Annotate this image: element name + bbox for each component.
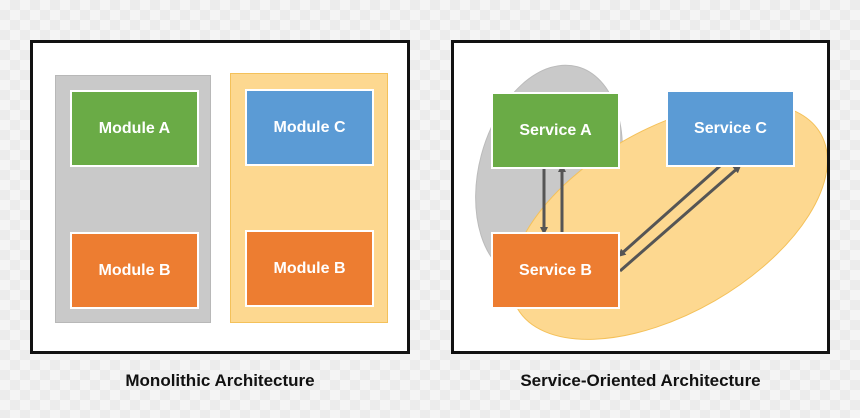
monolithic-caption: Monolithic Architecture (125, 371, 315, 390)
module-b-label-right: Module B (273, 259, 346, 277)
service-b-box: Service B (491, 232, 620, 309)
service-b-label: Service B (519, 261, 592, 279)
soa-panel: Service A Service C Service B (451, 40, 830, 354)
service-c-label: Service C (694, 119, 767, 137)
module-b-label-left: Module B (98, 261, 171, 279)
service-c-box: Service C (666, 90, 795, 167)
service-a-box: Service A (491, 92, 620, 169)
module-b-box-left: Module B (70, 232, 199, 309)
module-a-label: Module A (98, 119, 171, 137)
soa-caption: Service-Oriented Architecture (520, 371, 761, 390)
monolithic-panel: Module A Module B Module C Module B (30, 40, 410, 354)
module-c-label: Module C (273, 118, 346, 136)
module-a-box: Module A (70, 90, 199, 167)
arrow-c-to-b (617, 164, 721, 257)
service-a-label: Service A (519, 121, 592, 139)
module-b-box-right: Module B (245, 230, 374, 307)
arrow-b-to-c (619, 165, 742, 273)
module-c-box: Module C (245, 89, 374, 166)
